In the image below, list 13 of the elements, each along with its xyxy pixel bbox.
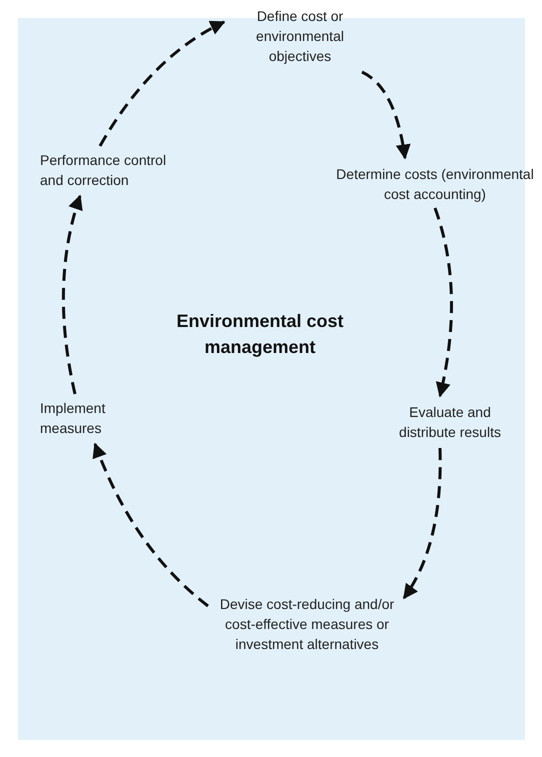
- arrow: [92, 442, 209, 608]
- arrow: [361, 70, 410, 160]
- center-title: Environmental cost management: [175, 310, 345, 359]
- step-text: Performance control and correction: [40, 151, 168, 190]
- step-text: Define cost or environmental objectives: [255, 7, 345, 66]
- step-text: Determine costs (environmental cost accounting): [335, 165, 535, 204]
- step-text: Implement measures: [40, 399, 106, 438]
- arrow: [434, 208, 453, 398]
- arrow: [402, 448, 442, 600]
- arrow: [98, 20, 226, 147]
- step-text: Evaluate and distribute results: [398, 403, 502, 442]
- step-text: Devise cost-reducing and/or cost-effective measures or investment alternatives: [218, 595, 396, 654]
- arrow: [62, 194, 84, 394]
